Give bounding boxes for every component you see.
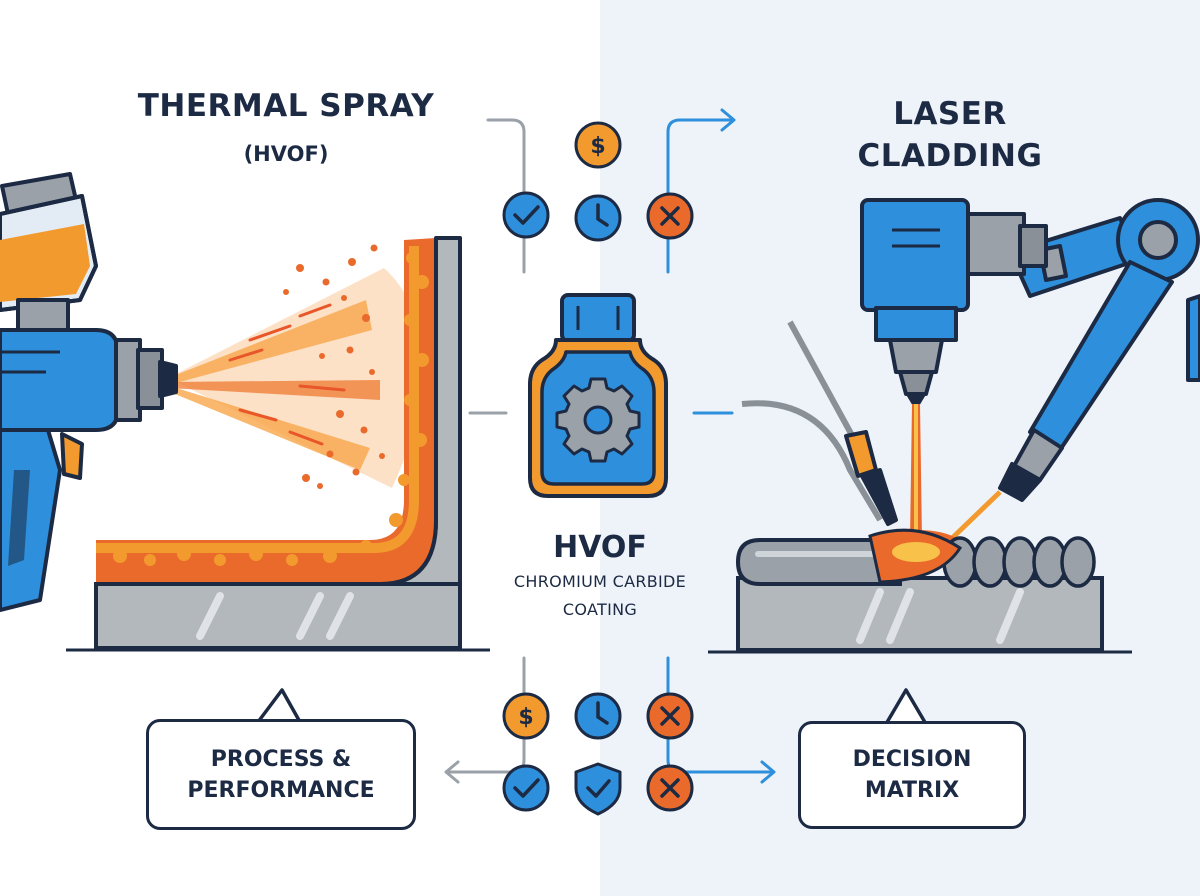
dollar-icon: $ xyxy=(502,692,550,740)
left-title: THERMAL SPRAY xyxy=(137,88,435,124)
gear-icon xyxy=(555,377,641,463)
dollar-icon: $ xyxy=(574,121,622,169)
clock-icon xyxy=(574,692,622,740)
dollar-symbol: $ xyxy=(518,705,533,730)
shield-check-icon xyxy=(574,762,622,816)
checkmark-icon xyxy=(502,764,550,812)
checkmark-icon xyxy=(502,191,550,239)
bottom-icon-cluster: $ xyxy=(502,692,694,816)
decision-callout-line1: DECISION xyxy=(852,747,972,772)
center-subtitle-line1: CHROMIUM CARBIDE xyxy=(513,572,687,591)
center-subtitle-line2: COATING xyxy=(562,600,638,619)
decision-callout-line2: MATRIX xyxy=(864,778,960,803)
coating-bottle-icon xyxy=(528,293,668,498)
top-icon-cluster: $ xyxy=(502,121,694,242)
laser-cladding-illustration xyxy=(741,198,1200,566)
process-callout-tail xyxy=(256,688,302,724)
process-performance-callout: PROCESS & PERFORMANCE xyxy=(146,719,416,830)
decision-callout-tail xyxy=(884,688,928,725)
spray-gun-illustration xyxy=(0,172,420,612)
decision-matrix-callout: DECISION MATRIX xyxy=(798,721,1026,829)
clock-icon xyxy=(574,194,622,242)
process-callout-line1: PROCESS & xyxy=(210,746,352,772)
thermal-spray-substrate xyxy=(66,236,490,652)
left-subtitle: (HVOF) xyxy=(243,142,329,166)
right-title-line2: CLADDING xyxy=(857,138,1043,174)
cross-icon xyxy=(646,692,694,740)
cross-icon xyxy=(646,192,694,240)
process-callout-line2: PERFORMANCE xyxy=(187,777,375,803)
dollar-symbol: $ xyxy=(590,134,605,159)
cross-icon xyxy=(646,764,694,812)
laser-cladding-substrate xyxy=(708,528,1132,654)
center-title: HVOF xyxy=(553,530,647,565)
right-title-line1: LASER xyxy=(893,96,1007,132)
